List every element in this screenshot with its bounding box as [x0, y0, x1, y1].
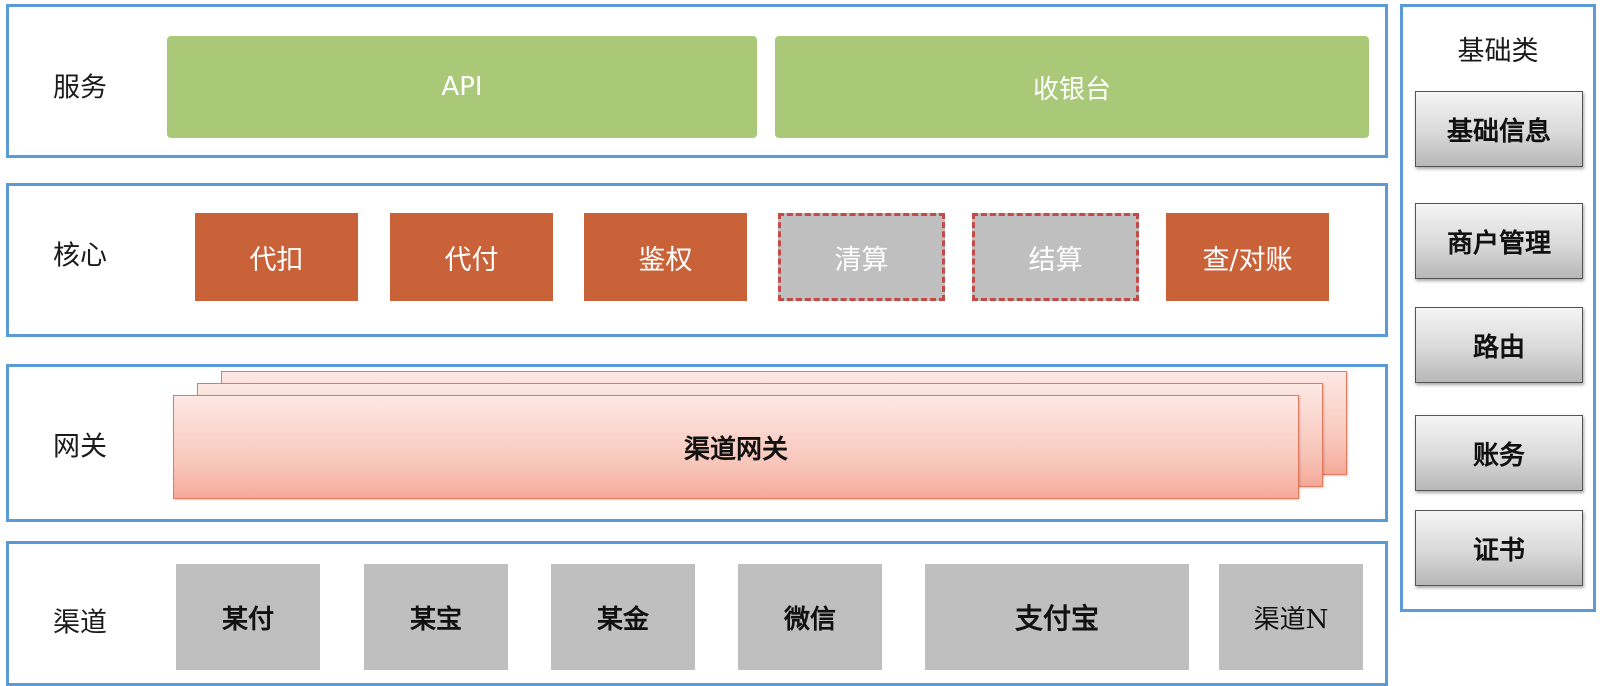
foundation-item-basic-info[interactable]: 基础信息	[1415, 91, 1583, 167]
foundation-panel: 基础类 基础信息 商户管理 路由 账务 证书	[1400, 4, 1596, 612]
channel-item-moufu[interactable]: 某付	[176, 564, 320, 670]
core-layer-label: 核心	[53, 240, 107, 272]
channel-item-moubao[interactable]: 某宝	[364, 564, 508, 670]
core-layer: 核心 代扣 代付 鉴权 清算 结算 查/对账	[6, 183, 1388, 337]
foundation-item-merchant-management[interactable]: 商户管理	[1415, 203, 1583, 279]
core-item-withhold[interactable]: 代扣	[195, 213, 358, 301]
channel-layer-label: 渠道	[53, 607, 107, 639]
service-layer-label: 服务	[53, 72, 107, 104]
foundation-item-certificate[interactable]: 证书	[1415, 510, 1583, 586]
core-item-clearing[interactable]: 清算	[778, 213, 945, 301]
core-item-payout[interactable]: 代付	[390, 213, 553, 301]
core-item-settlement[interactable]: 结算	[972, 213, 1139, 301]
gateway-layer: 网关 渠道网关	[6, 364, 1388, 522]
gateway-layer-label: 网关	[53, 431, 107, 463]
service-layer: 服务 API 收银台	[6, 4, 1388, 158]
api-box[interactable]: API	[167, 36, 757, 138]
channel-layer: 渠道 某付 某宝 某金 微信 支付宝 渠道N	[6, 541, 1388, 686]
core-item-auth[interactable]: 鉴权	[584, 213, 747, 301]
foundation-item-routing[interactable]: 路由	[1415, 307, 1583, 383]
channel-item-n[interactable]: 渠道N	[1219, 564, 1363, 670]
channel-gateway-box[interactable]: 渠道网关	[173, 395, 1299, 499]
channel-item-alipay[interactable]: 支付宝	[925, 564, 1189, 670]
foundation-item-accounting[interactable]: 账务	[1415, 415, 1583, 491]
channel-item-wechat[interactable]: 微信	[738, 564, 882, 670]
channel-item-moujin[interactable]: 某金	[551, 564, 695, 670]
cashier-box[interactable]: 收银台	[775, 36, 1369, 138]
channel-gateway-stack: 渠道网关	[173, 371, 1353, 511]
foundation-panel-title: 基础类	[1457, 36, 1539, 67]
core-item-reconciliation[interactable]: 查/对账	[1166, 213, 1329, 301]
